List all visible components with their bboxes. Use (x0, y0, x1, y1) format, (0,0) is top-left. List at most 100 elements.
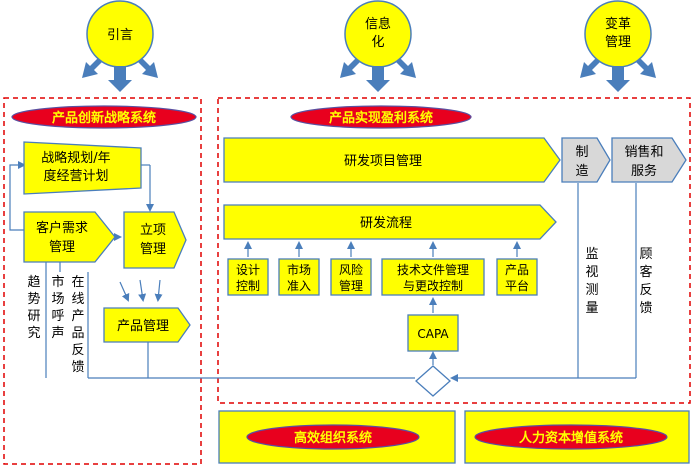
info-arrow-down (366, 66, 390, 92)
info-circle-group: 信息 化 (344, 0, 412, 68)
project-label-2: 管理 (140, 242, 166, 257)
sales-service-box: 销售和 服务 (611, 137, 687, 183)
svg-text:测: 测 (585, 283, 598, 298)
hr-system-label: 人力资本增值系统 (519, 430, 623, 446)
intro-label: 引言 (107, 28, 133, 43)
product-mgmt-label: 产品管理 (117, 319, 169, 334)
capa-label: CAPA (417, 327, 449, 341)
platform-box: 产品 平台 (496, 258, 538, 296)
svg-text:监: 监 (585, 247, 598, 262)
rd-process-label: 研发流程 (360, 215, 412, 231)
customer-label-1: 客户需求 (36, 220, 88, 236)
rd-process-arrow: 研发流程 (223, 204, 557, 240)
change-circle (584, 0, 652, 68)
feedback-lines (88, 183, 637, 382)
top-arrows (82, 58, 656, 92)
svg-text:馈: 馈 (71, 360, 84, 375)
manufacture-label-2: 造 (575, 164, 588, 179)
svg-text:研: 研 (27, 309, 40, 324)
hr-system-box: 人力资本增值系统 (464, 410, 690, 464)
trend-text: 趋 势 研 究 (27, 275, 40, 341)
tech-doc-box: 技术文件管理 与更改控制 (381, 258, 485, 296)
tech-doc-label-2: 与更改控制 (403, 279, 463, 293)
org-system-box: 高效组织系统 (218, 410, 456, 464)
intro-arrow-left (82, 58, 102, 78)
svg-text:市: 市 (51, 274, 64, 290)
strategy-box: 战略规划/年 度经营计划 (23, 141, 142, 195)
change-label-2: 管理 (605, 35, 631, 50)
decision-diamond (415, 365, 451, 397)
change-arrow-left (580, 58, 600, 78)
right-title-badge: 产品实现盈利系统 (290, 105, 472, 129)
strategy-label-1: 战略规划/年 (41, 150, 110, 166)
customer-box: 客户需求 管理 (23, 211, 116, 263)
svg-text:趋: 趋 (27, 275, 40, 290)
capa-box: CAPA (407, 314, 459, 352)
change-arrow-down (606, 66, 630, 92)
market-access-box: 市场 准入 (278, 258, 320, 296)
left-region-border (3, 97, 202, 465)
risk-label-2: 管理 (339, 278, 363, 293)
market-access-label-1: 市场 (287, 262, 311, 277)
risk-label-1: 风险 (339, 262, 363, 277)
monitor-text: 监 视 测 量 (585, 247, 598, 316)
change-label-1: 变革 (605, 16, 631, 32)
svg-text:视: 视 (585, 265, 598, 280)
customer-feedback-text: 顾 客 反 馈 (639, 247, 652, 316)
svg-text:品: 品 (71, 326, 84, 341)
sales-label-1: 销售和 (624, 144, 663, 160)
intro-circle-group: 引言 (86, 0, 154, 68)
svg-text:线: 线 (71, 292, 84, 307)
platform-label-2: 平台 (505, 278, 529, 293)
risk-box: 风险 管理 (330, 258, 372, 296)
svg-text:产: 产 (71, 309, 84, 324)
svg-text:场: 场 (51, 292, 64, 307)
design-label-2: 控制 (236, 279, 260, 293)
svg-text:客: 客 (639, 264, 652, 280)
info-arrow-right (396, 58, 416, 78)
svg-text:馈: 馈 (639, 301, 652, 316)
left-connectors (9, 161, 163, 378)
project-box: 立项 管理 (123, 211, 187, 269)
product-mgmt-box: 产品管理 (103, 307, 191, 343)
left-title: 产品创新战略系统 (52, 110, 156, 126)
customer-label-2: 管理 (49, 240, 75, 255)
info-label-2: 化 (371, 35, 384, 50)
svg-text:反: 反 (639, 283, 652, 298)
info-circle (344, 0, 412, 68)
svg-text:反: 反 (71, 343, 84, 358)
intro-arrow-down (108, 66, 132, 92)
info-arrow-left (340, 58, 360, 78)
svg-text:究: 究 (27, 326, 40, 341)
svg-text:势: 势 (27, 291, 40, 307)
info-label-1: 信息 (365, 16, 391, 32)
svg-text:顾: 顾 (639, 247, 652, 262)
right-title: 产品实现盈利系统 (329, 110, 433, 126)
tech-doc-label-1: 技术文件管理 (397, 262, 469, 277)
change-arrow-right (636, 58, 656, 78)
rd-project-arrow: 研发项目管理 (223, 137, 561, 183)
right-region-border (217, 97, 691, 404)
market-access-label-2: 准入 (287, 279, 311, 293)
intro-arrow-right (138, 58, 158, 78)
process-up-arrows (244, 241, 521, 365)
left-title-badge: 产品创新战略系统 (11, 105, 197, 129)
manufacture-label-1: 制 (575, 145, 588, 160)
online-feedback-text: 在 线 产 品 反 馈 (71, 275, 84, 375)
design-label-1: 设计 (236, 263, 260, 277)
design-box: 设计 控制 (227, 258, 269, 296)
svg-text:在: 在 (71, 275, 84, 290)
svg-text:声: 声 (51, 326, 64, 341)
svg-text:量: 量 (585, 301, 598, 316)
manufacture-box: 制 造 (561, 137, 611, 183)
strategy-label-2: 度经营计划 (43, 168, 108, 184)
svg-text:呼: 呼 (51, 309, 64, 324)
rd-project-label: 研发项目管理 (344, 153, 422, 169)
market-voice-text: 市 场 呼 声 (51, 274, 64, 341)
project-label-1: 立项 (140, 223, 166, 238)
platform-label-1: 产品 (505, 263, 529, 277)
sales-label-2: 服务 (631, 163, 657, 179)
change-circle-group: 变革 管理 (584, 0, 652, 68)
